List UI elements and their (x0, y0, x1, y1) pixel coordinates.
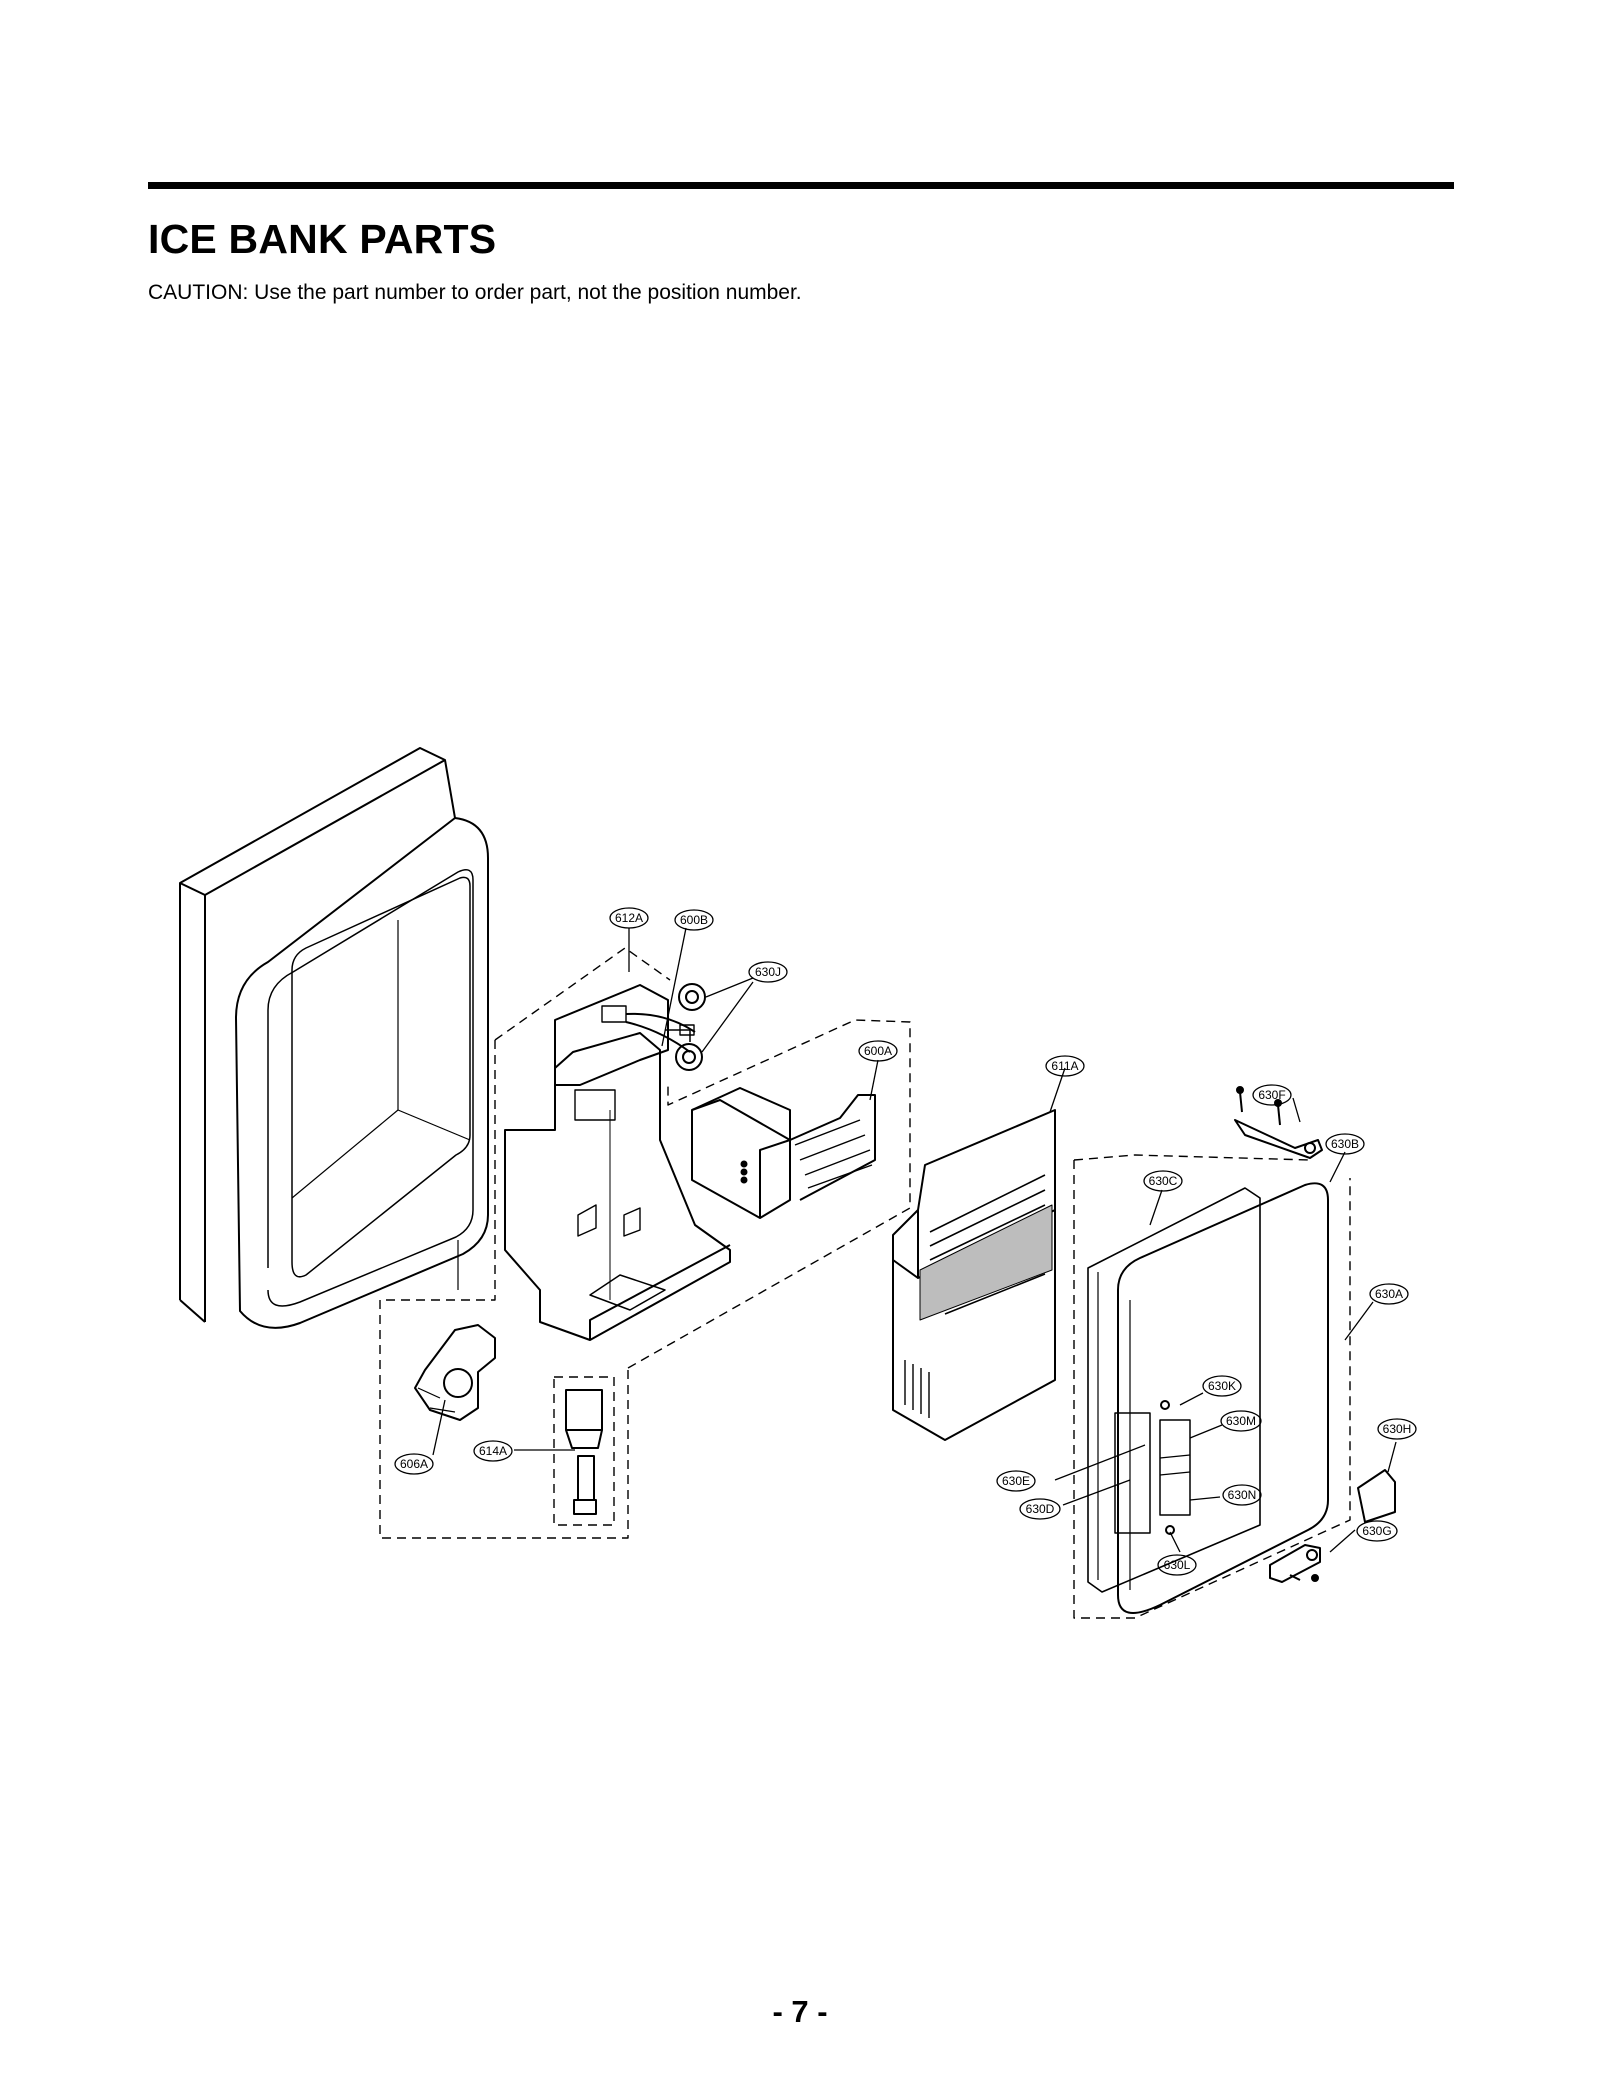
page-number: - 7 - (772, 1994, 828, 2029)
hinge-hardware (1234, 1086, 1396, 1583)
callout-630k: 630K (1208, 1379, 1236, 1393)
callout-630e: 630E (1002, 1474, 1030, 1488)
callout-ellipses (394, 907, 1417, 1576)
callout-630j: 630J (755, 965, 781, 979)
top-rule (148, 182, 1454, 189)
ice-bin-housing (892, 1109, 1056, 1441)
callout-630d: 630D (1026, 1502, 1055, 1516)
caution-note: CAUTION: Use the part number to order pa… (148, 281, 802, 304)
callout-630n: 630N (1228, 1488, 1257, 1502)
callout-600b: 600B (680, 913, 708, 927)
callout-630b: 630B (1331, 1137, 1359, 1151)
callout-630f: 630F (1258, 1088, 1285, 1102)
assembly-outlines (379, 947, 1351, 1619)
ice-maker (691, 1087, 876, 1219)
callout-606a: 606A (400, 1457, 428, 1471)
callout-614a: 614A (479, 1444, 507, 1458)
leader-lines (432, 927, 1397, 1553)
callout-630c: 630C (1149, 1174, 1178, 1188)
callout-611a: 611A (1051, 1059, 1078, 1073)
callout-630m: 630M (1226, 1414, 1256, 1428)
gear-wheels (665, 983, 706, 1071)
door-liner (179, 747, 489, 1329)
dispenser-housing (504, 984, 731, 1341)
page-title: ICE BANK PARTS (148, 216, 497, 262)
callout-630a: 630A (1375, 1287, 1403, 1301)
callout-612a: 612A (615, 911, 643, 925)
callout-630g: 630G (1362, 1524, 1391, 1538)
solenoid-and-valve (414, 1324, 603, 1515)
bin-door (1087, 1182, 1329, 1614)
callout-630h: 630H (1383, 1422, 1412, 1436)
callout-600a: 600A (864, 1044, 892, 1058)
callout-630l: 630L (1164, 1558, 1191, 1572)
